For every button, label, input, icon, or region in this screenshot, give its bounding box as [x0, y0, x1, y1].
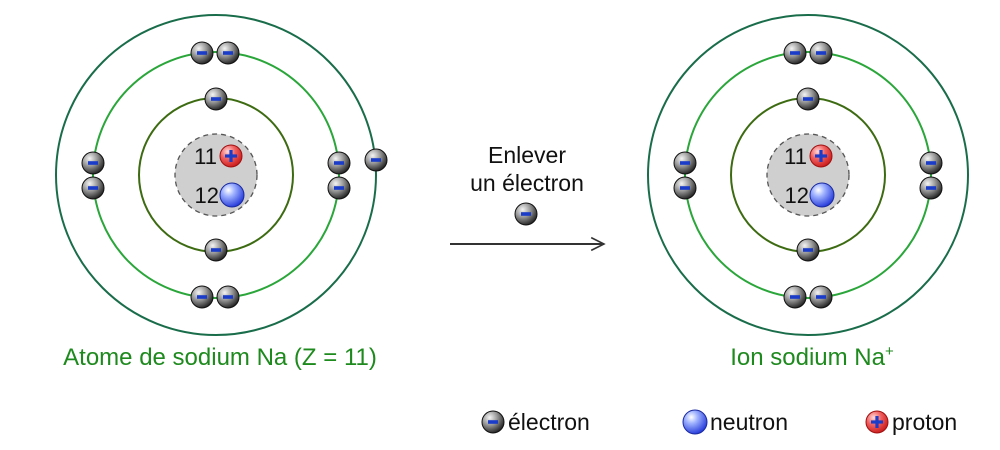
electron-icon [919, 151, 943, 175]
legend-proton-label: proton [892, 409, 957, 435]
electron-icon [204, 238, 228, 262]
neutron-count: 12 [195, 183, 219, 208]
electron-icon [190, 41, 214, 65]
legend-neutron-label: neutron [710, 409, 788, 435]
proton-count: 11 [194, 144, 217, 169]
electron-icon [919, 176, 943, 200]
legend-electron-label: électron [508, 409, 590, 435]
ion-caption-main: Ion sodium Na [730, 344, 885, 371]
middle-shell [92, 51, 340, 299]
step-label-line2: un électron [470, 170, 584, 196]
electron-icon [216, 285, 240, 309]
electron-icon [673, 151, 697, 175]
electron-icon [204, 87, 228, 111]
ion-caption: Ion sodium Na+ [730, 343, 894, 371]
proton-icon [219, 144, 243, 168]
electron-icon [216, 41, 240, 65]
neutron-count: 12 [785, 183, 809, 208]
legend: électron neutron proton [481, 409, 957, 435]
electron-icon [796, 238, 820, 262]
valence-electron-icon [364, 148, 388, 172]
proton-icon [865, 410, 889, 434]
neutron-icon [809, 182, 835, 208]
electron-icon [809, 41, 833, 65]
electron-icon [81, 176, 105, 200]
outer-shell [647, 14, 969, 336]
sodium-atom: 11 12 Atome de sodium Na (Z = 11) [55, 14, 388, 371]
atom-caption: Atome de sodium Na (Z = 11) [63, 344, 377, 371]
proton-count: 11 [784, 144, 807, 169]
electron-icon [190, 285, 214, 309]
proton-icon [809, 144, 833, 168]
electron-icon [81, 151, 105, 175]
electron-icon [796, 87, 820, 111]
electron-icon [673, 176, 697, 200]
neutron-icon [682, 409, 708, 435]
outer-shell [55, 14, 377, 336]
electron-icon [809, 285, 833, 309]
electron-icon [783, 285, 807, 309]
ion-charge-superscript: + [885, 343, 894, 360]
legend-electron: électron [481, 409, 590, 435]
electron-icon [327, 151, 351, 175]
step-label-line1: Enlever [488, 142, 566, 168]
sodium-ion: 11 12 Ion sodium Na+ [647, 14, 969, 371]
electron-icon [514, 202, 538, 226]
neutron-icon [219, 182, 245, 208]
legend-proton: proton [865, 409, 957, 435]
ionization-step: Enlever un électron [450, 142, 604, 244]
middle-shell [684, 51, 932, 299]
electron-icon [327, 176, 351, 200]
legend-neutron: neutron [682, 409, 788, 435]
electron-icon [481, 410, 505, 434]
electron-icon [783, 41, 807, 65]
